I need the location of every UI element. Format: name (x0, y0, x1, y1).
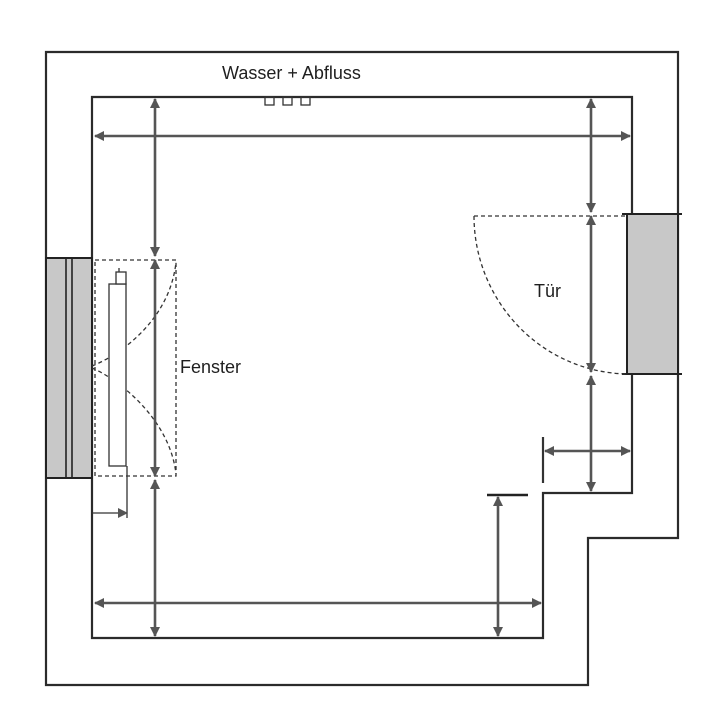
door-label: Tür (534, 281, 561, 301)
door-opening (622, 213, 682, 375)
window-opening (45, 257, 93, 479)
water-label: Wasser + Abfluss (222, 63, 361, 83)
inner-wall (90, 95, 634, 640)
outer-wall (44, 50, 680, 687)
window-swing-icon (91, 259, 177, 477)
radiator-offset-dimension (92, 466, 128, 518)
window-label: Fenster (180, 357, 241, 377)
radiator-icon (108, 268, 127, 467)
water-outlet-icon (264, 96, 311, 106)
